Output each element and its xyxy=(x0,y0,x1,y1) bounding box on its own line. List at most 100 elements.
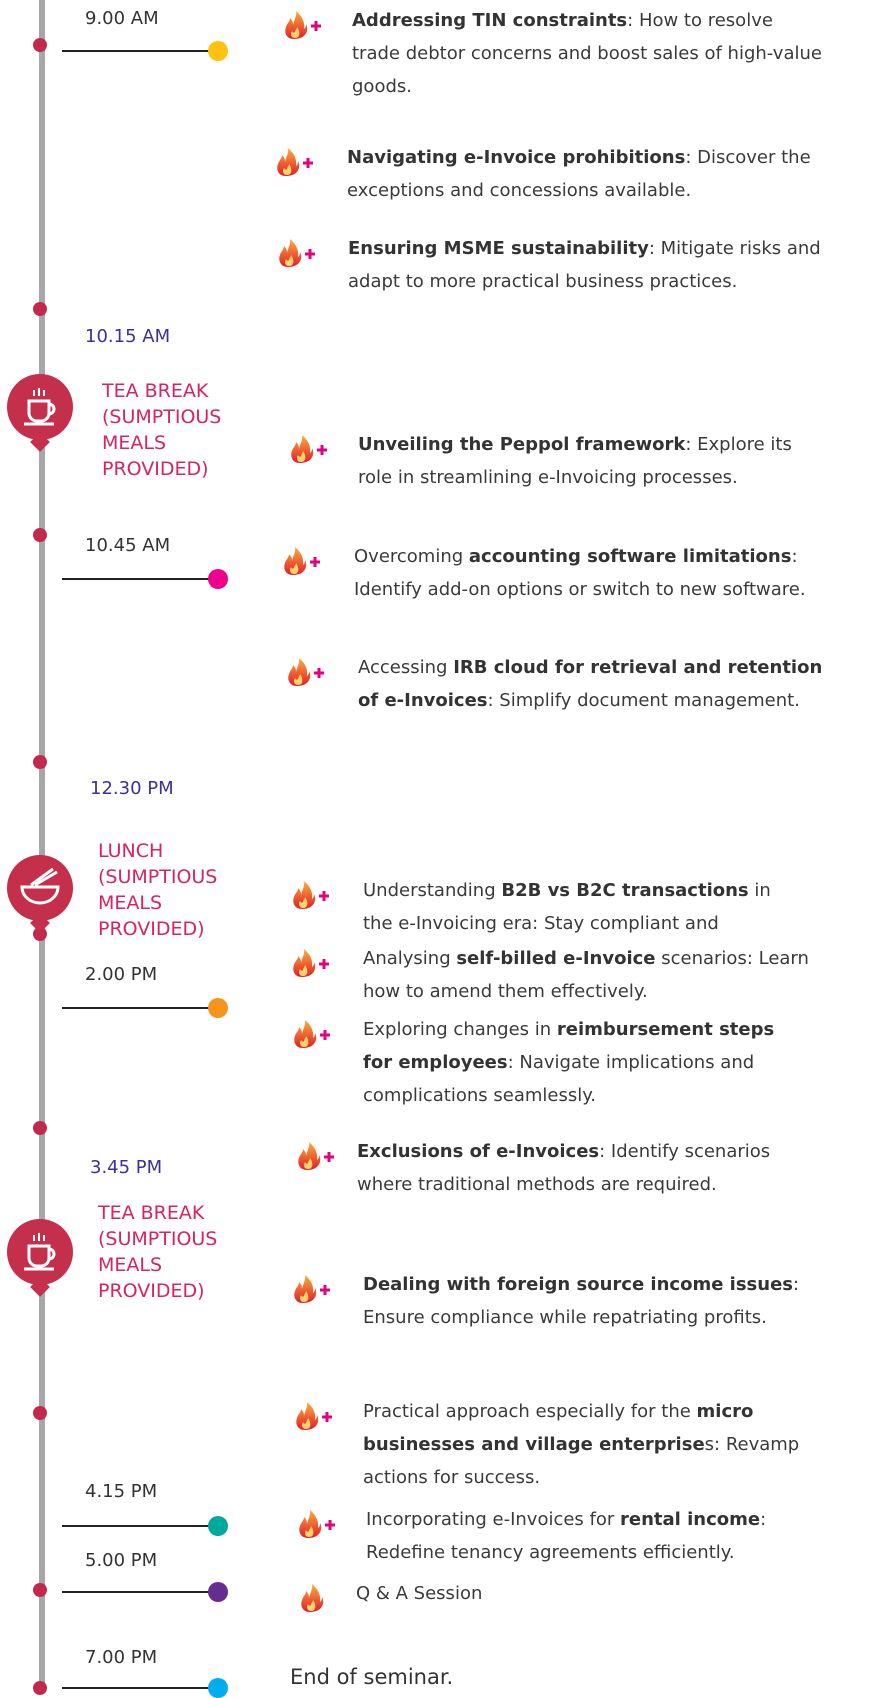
flame-plus-icon xyxy=(296,1141,340,1171)
agenda-item-description: : Redefine tenancy agreements efficientl… xyxy=(366,1509,767,1563)
time-marker-dot xyxy=(208,998,228,1018)
time-connector xyxy=(62,578,212,580)
time-label: 5.00 PM xyxy=(85,1550,158,1571)
agenda-item-prefix: Understanding xyxy=(363,880,502,901)
agenda-item-description: : Identify add-on options or switch to n… xyxy=(354,546,806,600)
agenda-item-topic: IRB cloud for retrieval and retention of… xyxy=(358,657,823,711)
agenda-item-description: : Mitigate risks and adapt to more pract… xyxy=(348,238,821,292)
agenda-item-prefix: Incorporating e-Invoices for xyxy=(366,1509,621,1530)
time-label: 10.45 AM xyxy=(85,535,171,556)
flame-plus-icon xyxy=(283,10,327,40)
noodle-bowl-icon xyxy=(7,855,73,921)
agenda-item-description: in the e-Invoicing era: Stay compliant a… xyxy=(363,880,771,934)
timeline-node xyxy=(33,1681,47,1695)
time-marker-dot xyxy=(208,41,228,61)
agenda-item-description: : Identify scenarios where traditional m… xyxy=(357,1141,771,1195)
agenda-item-text: Exploring changes in reimbursement steps… xyxy=(363,1013,803,1112)
agenda-item-text: Addressing TIN constraints: How to resol… xyxy=(352,4,822,103)
agenda-item-description: scenarios: Learn how to amend them effec… xyxy=(363,948,809,1002)
agenda-item-text: Q & A Session xyxy=(356,1577,776,1610)
agenda-item-text: Unveiling the Peppol framework: Explore … xyxy=(358,428,818,494)
time-marker-dot xyxy=(208,1678,228,1698)
time-connector xyxy=(62,1591,212,1593)
agenda-item-text: Dealing with foreign source income issue… xyxy=(363,1268,833,1334)
agenda-item-description: : How to resolve trade debtor concerns a… xyxy=(352,10,822,97)
time-label: 10.15 AM xyxy=(85,326,171,347)
agenda-item-text: Ensuring MSME sustainability: Mitigate r… xyxy=(348,232,828,298)
flame-plus-icon xyxy=(294,1401,338,1431)
agenda-item-topic: Exclusions of e-Invoices xyxy=(357,1141,600,1162)
agenda-item-text: Practical approach especially for the mi… xyxy=(363,1395,813,1494)
flame-plus-icon xyxy=(292,1274,336,1304)
time-label: 3.45 PM xyxy=(90,1157,163,1178)
agenda-item-topic: Navigating e-Invoice prohibitions xyxy=(347,147,686,168)
agenda-item-prefix: Practical approach especially for the xyxy=(363,1401,697,1422)
agenda-item-description: s: Revamp actions for success. xyxy=(363,1434,800,1488)
agenda-item-description: : Explore its role in streamlining e-Inv… xyxy=(358,434,792,488)
break-label: TEA BREAK (SUMPTIOUS MEALS PROVIDED) xyxy=(102,380,222,480)
agenda-item-description: : Discover the exceptions and concession… xyxy=(347,147,811,201)
flame-plus-icon xyxy=(292,1019,336,1049)
time-connector xyxy=(62,1525,212,1527)
agenda-item-topic: Dealing with foreign source income issue… xyxy=(363,1274,794,1295)
flame-plus-icon xyxy=(299,1583,343,1613)
agenda-item-text: Accessing IRB cloud for retrieval and re… xyxy=(358,651,848,717)
agenda-item-topic: accounting software limitations xyxy=(468,546,792,567)
timeline-line xyxy=(39,0,45,1689)
break-label: LUNCH (SUMPTIOUS MEALS PROVIDED) xyxy=(98,840,218,940)
agenda-item-description: : Simplify document management. xyxy=(487,690,800,711)
agenda-item-description: : Ensure compliance while repatriating p… xyxy=(363,1274,800,1328)
agenda-item-text: Understanding B2B vs B2C transactions in… xyxy=(363,874,803,940)
agenda-item-topic: self-billed e-Invoice xyxy=(456,948,656,969)
flame-plus-icon xyxy=(291,880,335,910)
agenda-item-text: Exclusions of e-Invoices: Identify scena… xyxy=(357,1135,807,1201)
coffee-cup-icon xyxy=(7,374,73,440)
agenda-item-topic: B2B vs B2C transactions xyxy=(501,880,749,901)
time-label: 7.00 PM xyxy=(85,1647,158,1668)
flame-plus-icon xyxy=(282,546,326,576)
agenda-item-text: Incorporating e-Invoices for rental inco… xyxy=(366,1503,826,1569)
flame-plus-icon xyxy=(275,147,319,177)
time-label: 4.15 PM xyxy=(85,1481,158,1502)
timeline-node xyxy=(33,927,47,941)
timeline-node xyxy=(33,1583,47,1597)
break-label: TEA BREAK (SUMPTIOUS MEALS PROVIDED) xyxy=(98,1202,218,1302)
end-of-seminar-text: End of seminar. xyxy=(290,1665,454,1689)
agenda-item-prefix: Overcoming xyxy=(354,546,469,567)
agenda-item-text: Navigating e-Invoice prohibitions: Disco… xyxy=(347,141,817,207)
timeline-node xyxy=(33,755,47,769)
agenda-item-description: : Navigate implications and complication… xyxy=(363,1052,755,1106)
time-marker-dot xyxy=(208,1582,228,1602)
timeline-node xyxy=(33,528,47,542)
agenda-item-prefix: Analysing xyxy=(363,948,457,969)
flame-plus-icon xyxy=(291,948,335,978)
time-connector xyxy=(62,50,212,52)
agenda-item-topic: Ensuring MSME sustainability xyxy=(348,238,649,259)
time-connector xyxy=(62,1007,212,1009)
flame-plus-icon xyxy=(277,238,321,268)
timeline-node xyxy=(33,1406,47,1420)
agenda-item-topic: rental income xyxy=(620,1509,761,1530)
agenda-item-text: Analysing self-billed e-Invoice scenario… xyxy=(363,942,813,1008)
agenda-item-prefix: Accessing xyxy=(358,657,454,678)
flame-plus-icon xyxy=(286,657,330,687)
timeline-node xyxy=(33,1121,47,1135)
agenda-item-prefix: Q & A Session xyxy=(356,1583,483,1604)
flame-plus-icon xyxy=(297,1509,341,1539)
agenda-item-topic: Addressing TIN constraints xyxy=(352,10,628,31)
time-label: 2.00 PM xyxy=(85,964,158,985)
agenda-item-prefix: Exploring changes in xyxy=(363,1019,557,1040)
time-marker-dot xyxy=(208,1516,228,1536)
agenda-item-topic: Unveiling the Peppol framework xyxy=(358,434,686,455)
timeline-node xyxy=(33,38,47,52)
timeline-node xyxy=(33,302,47,316)
agenda-item-topic: micro businesses and village enterprise xyxy=(363,1401,754,1455)
agenda-item-text: Overcoming accounting software limitatio… xyxy=(354,540,844,606)
time-label: 12.30 PM xyxy=(90,778,174,799)
coffee-cup-icon xyxy=(7,1219,73,1285)
time-connector xyxy=(62,1687,212,1689)
time-label: 9.00 AM xyxy=(85,8,159,29)
time-marker-dot xyxy=(208,569,228,589)
flame-plus-icon xyxy=(289,434,333,464)
agenda-item-topic: reimbursement steps for employees xyxy=(363,1019,775,1073)
